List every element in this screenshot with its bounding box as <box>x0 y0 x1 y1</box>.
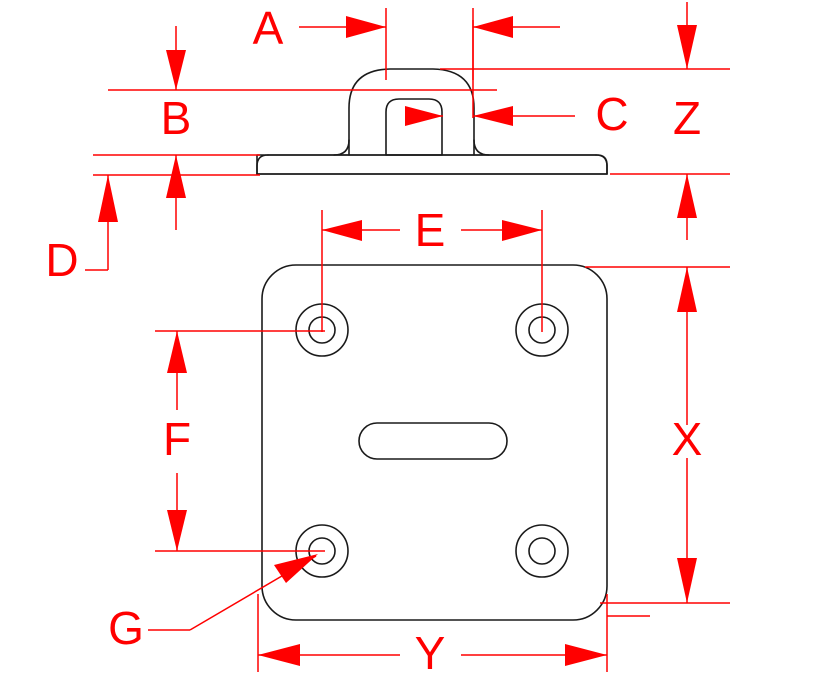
dimension-Z-label: Z <box>673 92 701 144</box>
top-plan-view: E F X <box>108 204 730 679</box>
side-view-base-plate-left-radius <box>256 154 269 175</box>
top-view-center-slot <box>358 422 508 460</box>
dimension-F: F <box>155 330 325 552</box>
dimension-Z-arrowhead-down <box>677 25 697 69</box>
dimension-X: X <box>585 266 730 604</box>
dimension-F-label: F <box>163 413 191 465</box>
dimension-C-arrowhead-inner <box>405 106 443 126</box>
dimension-C-arrowhead-outer <box>473 106 513 126</box>
dimension-D-arrowhead-up <box>98 175 118 222</box>
dimension-B-arrowhead-up <box>166 155 186 198</box>
top-view-plate-outline <box>261 264 608 621</box>
dimension-B-label: B <box>161 92 192 144</box>
dimension-Y-arrowhead-left <box>258 644 300 666</box>
side-view-bail-outer <box>348 68 475 156</box>
dimension-E-arrowhead-left <box>322 220 362 241</box>
side-view-bail-left-fillet <box>333 139 350 156</box>
side-elevation-view: A B C Z <box>45 2 730 286</box>
dimension-X-arrowhead-down <box>677 558 697 603</box>
dimension-A-label: A <box>253 2 284 54</box>
dimension-D-label: D <box>45 234 78 286</box>
dimension-A: A <box>253 2 560 80</box>
dimension-Y-label: Y <box>415 627 446 679</box>
dimension-E: E <box>321 204 543 332</box>
dimension-Y: Y <box>257 594 650 679</box>
side-view-base-plate <box>256 154 608 175</box>
side-view-bail-inner-opening <box>385 98 443 156</box>
dimension-Y-arrowhead-right <box>565 644 607 666</box>
mounting-hole-bottom-right-inner <box>528 537 556 565</box>
mounting-hole-bottom-right <box>515 524 569 578</box>
dimension-G-arrowhead <box>274 554 318 583</box>
dimension-E-label: E <box>415 204 446 256</box>
dimension-Z: Z <box>440 2 730 240</box>
dimension-E-arrowhead-right <box>502 220 542 241</box>
dimension-G-label: G <box>108 602 144 654</box>
dimension-C-label: C <box>595 88 628 140</box>
side-view-base-plate-right-radius <box>595 154 608 175</box>
dimension-A-arrowhead <box>346 16 386 38</box>
dimension-D: D <box>45 174 260 286</box>
dimension-F-arrowhead-up <box>167 331 187 373</box>
dimension-X-arrowhead-up <box>677 267 697 312</box>
dimension-B-arrowhead-down <box>166 50 186 90</box>
dimension-B: B <box>93 26 497 230</box>
dimension-C: C <box>405 20 629 140</box>
dimension-Z-arrowhead-up <box>677 174 697 218</box>
dimension-F-arrowhead-down <box>167 510 187 551</box>
mounting-hole-bottom-right-outer <box>515 524 569 578</box>
dimension-A-arrowhead-right <box>473 16 513 38</box>
side-view-bail-right-fillet <box>473 139 490 156</box>
dimension-X-label: X <box>672 413 703 465</box>
dimension-G-callout: G <box>108 554 318 654</box>
